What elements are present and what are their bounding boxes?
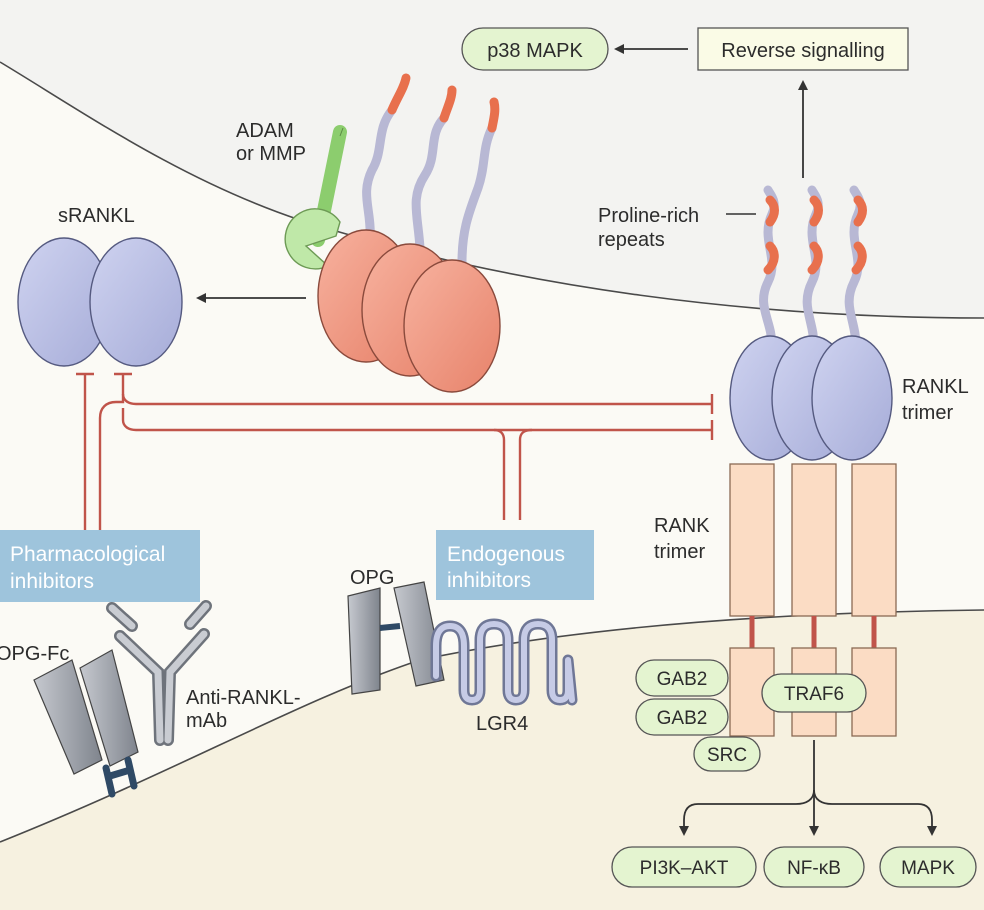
rank-trimer-label-line1: RANK: [654, 515, 710, 537]
pharmacological-label-line1: Pharmacological: [10, 543, 165, 566]
src-label: SRC: [707, 745, 747, 766]
opg-fc-icon: [33, 649, 139, 798]
proline-rich-label-line2: repeats: [598, 229, 665, 251]
upper-cell: [0, 0, 984, 318]
anti-rankl-mab-label-line2: mAb: [186, 710, 227, 732]
rank-trimer-label-line2: trimer: [654, 541, 705, 563]
p38-mapk-label: p38 MAPK: [487, 40, 583, 62]
p38-mapk-pill: p38 MAPK: [461, 27, 609, 71]
gab2-pill-2: GAB2: [635, 698, 729, 736]
opg-fc-label: OPG-Fc: [0, 643, 69, 665]
anti-rankl-mab-label-line1: Anti-RANKL-: [186, 687, 300, 709]
srankl-molecule: [17, 237, 183, 367]
mapk-pill: MAPK: [879, 846, 977, 888]
rankl-trimer-label-line1: RANKL: [902, 376, 969, 398]
downstream-arrows: [679, 740, 937, 836]
inhibition-lines: [76, 372, 714, 530]
endogenous-label-line1: Endogenous: [447, 543, 565, 566]
nf-kb-pill: NF-κB: [763, 846, 865, 888]
reverse-signalling-label: Reverse signalling: [721, 40, 884, 62]
endogenous-label-line2: inhibitors: [447, 569, 531, 592]
traf6-label: TRAF6: [784, 684, 844, 705]
gab2-label-2: GAB2: [657, 708, 708, 729]
proline-rich-label-line1: Proline-rich: [598, 205, 699, 227]
gab2-pill-1: GAB2: [635, 659, 729, 697]
lgr4-label: LGR4: [476, 713, 528, 735]
adam-label-line1: ADAM: [236, 120, 294, 142]
mapk-label: MAPK: [901, 858, 955, 879]
rankl-trimer: [729, 185, 893, 461]
srankl-label: sRANKL: [58, 205, 135, 227]
nf-kb-label: NF-κB: [787, 858, 841, 879]
src-pill: SRC: [693, 736, 761, 772]
adam-label-line2: or MMP: [236, 143, 306, 165]
gab2-label-1: GAB2: [657, 669, 708, 690]
rank-trimer: [729, 463, 897, 737]
lgr4-receptor-icon: [430, 618, 578, 706]
pi3k-akt-label: PI3K–AKT: [640, 858, 729, 879]
rankl-trimer-label-line2: trimer: [902, 402, 953, 424]
pi3k-akt-pill: PI3K–AKT: [611, 846, 757, 888]
endogenous-inhibitors-box: Endogenous inhibitors: [436, 530, 594, 600]
anti-rankl-mab-icon: [106, 600, 212, 746]
membrane-rankl-trimer: [317, 73, 501, 393]
adam-protease-icon: [284, 125, 347, 270]
reverse-signalling-box: Reverse signalling: [697, 27, 909, 71]
traf6-pill: TRAF6: [761, 673, 867, 713]
pharmacological-inhibitors-box: Pharmacological inhibitors: [0, 530, 200, 602]
opg-label: OPG: [350, 567, 394, 589]
pharmacological-label-line2: inhibitors: [10, 570, 94, 593]
